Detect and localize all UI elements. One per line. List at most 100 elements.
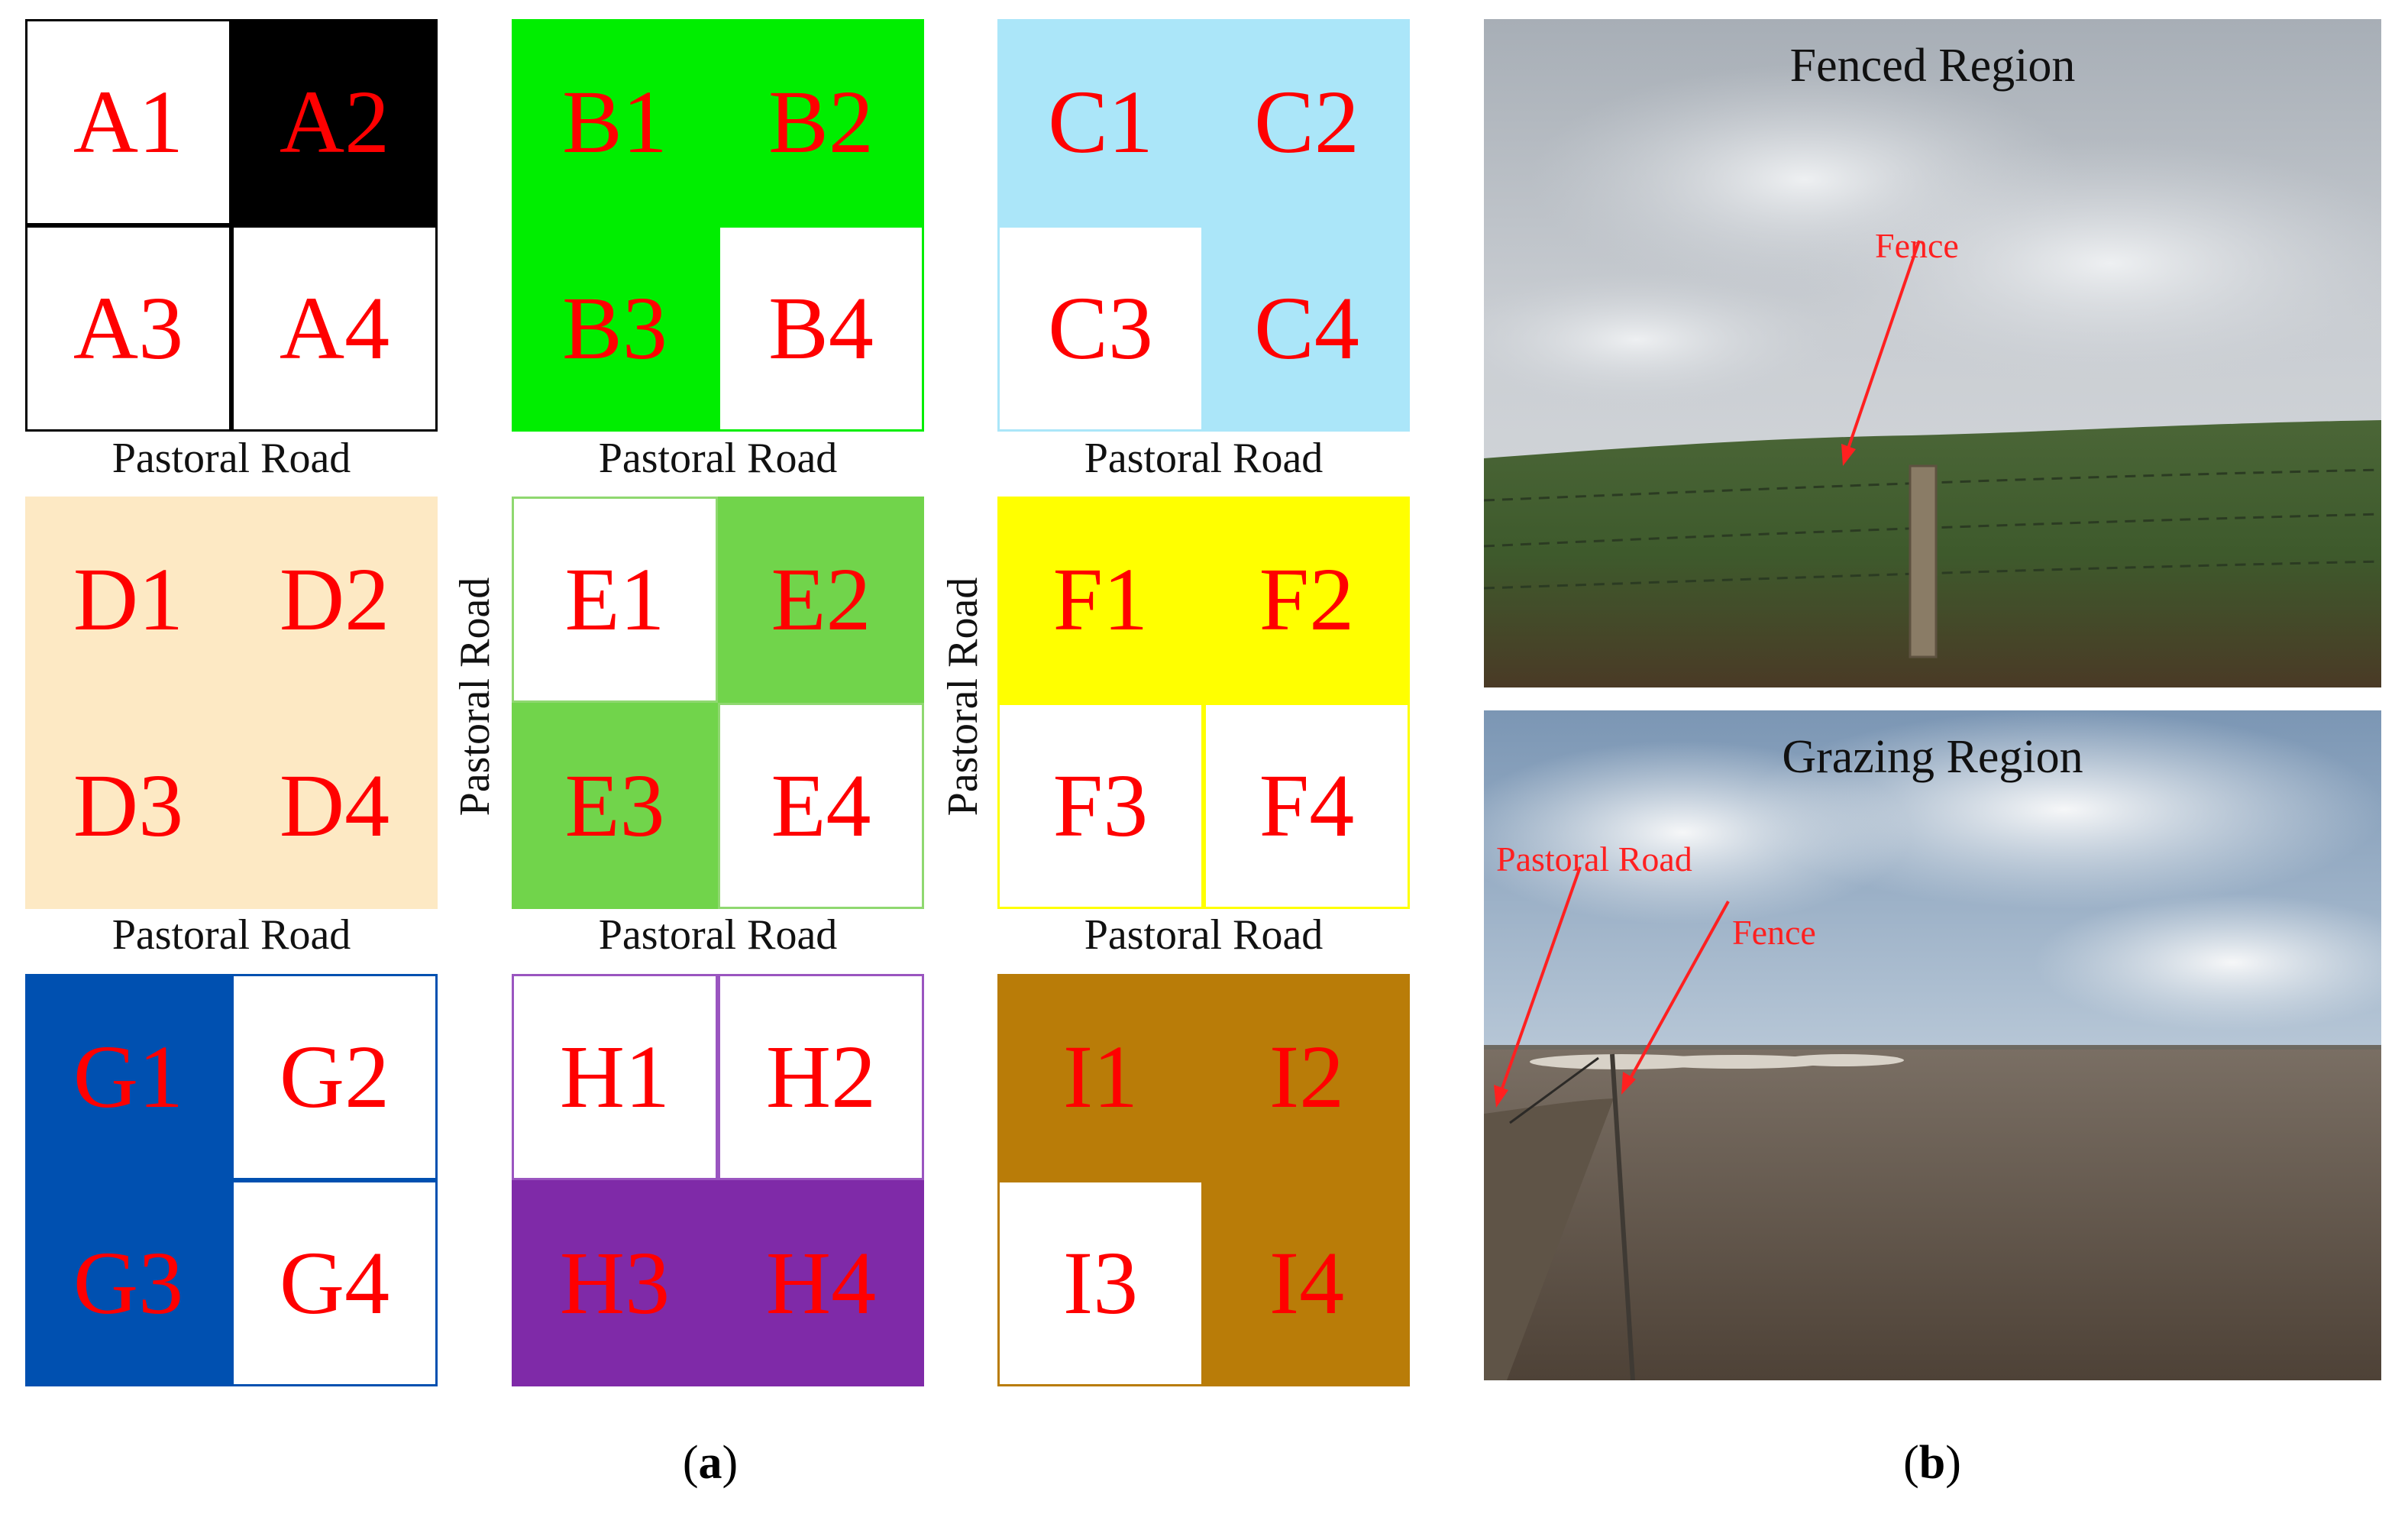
grazing-landscape-illustration bbox=[1484, 710, 2381, 1380]
plot-cell-h3: H3 bbox=[512, 1180, 718, 1386]
fenced-region-title: Fenced Region bbox=[1789, 40, 2076, 92]
plot-cell-c4: C4 bbox=[1204, 225, 1410, 432]
plot-cell-label: B2 bbox=[768, 72, 874, 172]
road-label-vertical-1: Pastoral Road bbox=[451, 577, 499, 817]
fence-post-icon bbox=[1910, 466, 1936, 657]
plot-cell-i1: I1 bbox=[997, 974, 1204, 1180]
plot-cell-label: E3 bbox=[564, 755, 665, 856]
plot-cell-label: F3 bbox=[1052, 755, 1149, 856]
plot-cell-c2: C2 bbox=[1204, 19, 1410, 225]
plot-cell-d4: D4 bbox=[231, 703, 438, 909]
plot-cell-f3: F3 bbox=[997, 703, 1204, 909]
plot-cell-label: I1 bbox=[1062, 1027, 1139, 1127]
plot-cell-b3: B3 bbox=[512, 225, 718, 432]
plot-cell-d1: D1 bbox=[25, 497, 231, 703]
fenced-landscape-illustration bbox=[1484, 19, 2381, 687]
plot-cell-label: C4 bbox=[1254, 278, 1359, 378]
plot-cell-g1: G1 bbox=[25, 974, 231, 1180]
plot-cell-label: H4 bbox=[765, 1233, 877, 1333]
fence-arrow bbox=[1846, 240, 1921, 451]
plot-cell-i3: I3 bbox=[997, 1180, 1204, 1386]
plot-cell-e1: E1 bbox=[512, 497, 718, 703]
plot-cell-label: D3 bbox=[73, 755, 184, 856]
plot-cell-a2: A2 bbox=[231, 19, 438, 225]
plot-cell-label: H1 bbox=[559, 1027, 671, 1127]
grazing-region-photo: Grazing Region Pastoral Road Fence bbox=[1484, 710, 2381, 1380]
plot-cell-label: E1 bbox=[564, 549, 665, 649]
plot-cell-d3: D3 bbox=[25, 703, 231, 909]
pastoral-road-label-grazing: Pastoral Road bbox=[1496, 839, 1692, 878]
plot-cell-g2: G2 bbox=[231, 974, 438, 1180]
caption-b: (b) bbox=[1903, 1437, 1961, 1489]
road-arrow bbox=[1499, 866, 1582, 1093]
plot-cell-label: H3 bbox=[559, 1233, 671, 1333]
plot-cell-label: C3 bbox=[1048, 278, 1153, 378]
plot-cell-label: A2 bbox=[279, 72, 390, 172]
plot-cell-label: B1 bbox=[562, 72, 667, 172]
caption-a: (a) bbox=[682, 1437, 739, 1489]
plot-cell-label: G2 bbox=[279, 1027, 390, 1127]
plot-cell-d2: D2 bbox=[231, 497, 438, 703]
plot-cell-label: D1 bbox=[73, 549, 184, 649]
plot-cell-label: H2 bbox=[765, 1027, 877, 1127]
plot-cell-i4: I4 bbox=[1204, 1180, 1410, 1386]
plot-cell-f2: F2 bbox=[1204, 497, 1410, 703]
plot-cell-label: D4 bbox=[279, 755, 390, 856]
grazing-region-title: Grazing Region bbox=[1782, 731, 2083, 783]
plot-cell-h2: H2 bbox=[718, 974, 924, 1180]
road-label-top-2: Pastoral Road bbox=[598, 435, 838, 482]
road-label-mid-1: Pastoral Road bbox=[112, 911, 351, 959]
plot-cell-label: A1 bbox=[73, 72, 184, 172]
plot-cell-b1: B1 bbox=[512, 19, 718, 225]
plot-cell-label: E2 bbox=[771, 549, 871, 649]
road-label-vertical-2: Pastoral Road bbox=[939, 577, 987, 817]
plot-cell-label: I4 bbox=[1269, 1233, 1345, 1333]
plot-cell-e2: E2 bbox=[718, 497, 924, 703]
plot-cell-i2: I2 bbox=[1204, 974, 1410, 1180]
plot-cell-label: G4 bbox=[279, 1233, 390, 1333]
fence-label-grazing: Fence bbox=[1732, 913, 1816, 952]
fence-line bbox=[1610, 1053, 1635, 1380]
plot-cell-b2: B2 bbox=[718, 19, 924, 225]
plot-cell-b4: B4 bbox=[718, 225, 924, 432]
plot-cell-g3: G3 bbox=[25, 1180, 231, 1386]
plot-cell-e4: E4 bbox=[718, 703, 924, 909]
plot-cell-label: F2 bbox=[1259, 549, 1355, 649]
plot-cell-label: F1 bbox=[1052, 549, 1149, 649]
plot-cell-f1: F1 bbox=[997, 497, 1204, 703]
road-label-top-1: Pastoral Road bbox=[112, 435, 351, 482]
plot-cell-label: C1 bbox=[1048, 72, 1153, 172]
fenced-region-photo: Fenced Region Fence bbox=[1484, 19, 2381, 687]
plot-cell-label: G1 bbox=[73, 1027, 184, 1127]
road-label-mid-2: Pastoral Road bbox=[598, 911, 838, 959]
road-label-mid-3: Pastoral Road bbox=[1084, 911, 1324, 959]
plot-cell-a1: A1 bbox=[25, 19, 231, 225]
plot-cell-label: G3 bbox=[73, 1233, 184, 1333]
plot-cell-label: I3 bbox=[1062, 1233, 1139, 1333]
plot-cell-c3: C3 bbox=[997, 225, 1204, 432]
plot-cell-f4: F4 bbox=[1204, 703, 1410, 909]
plot-cell-h4: H4 bbox=[718, 1180, 924, 1386]
plot-cell-a3: A3 bbox=[25, 225, 231, 432]
plot-cell-label: A4 bbox=[279, 278, 390, 378]
plot-cell-label: I2 bbox=[1269, 1027, 1345, 1127]
plot-cell-e3: E3 bbox=[512, 703, 718, 909]
plot-cell-g4: G4 bbox=[231, 1180, 438, 1386]
plot-cell-label: F4 bbox=[1259, 755, 1355, 856]
plot-cell-a4: A4 bbox=[231, 225, 438, 432]
plot-cell-h1: H1 bbox=[512, 974, 718, 1180]
fence-label-fenced: Fence bbox=[1875, 226, 1959, 265]
plot-cell-label: B4 bbox=[768, 278, 874, 378]
plot-cell-label: D2 bbox=[279, 549, 390, 649]
plot-cell-c1: C1 bbox=[997, 19, 1204, 225]
fence-arrow-grazing bbox=[1627, 901, 1730, 1082]
sheep-flock bbox=[1530, 1054, 1904, 1069]
